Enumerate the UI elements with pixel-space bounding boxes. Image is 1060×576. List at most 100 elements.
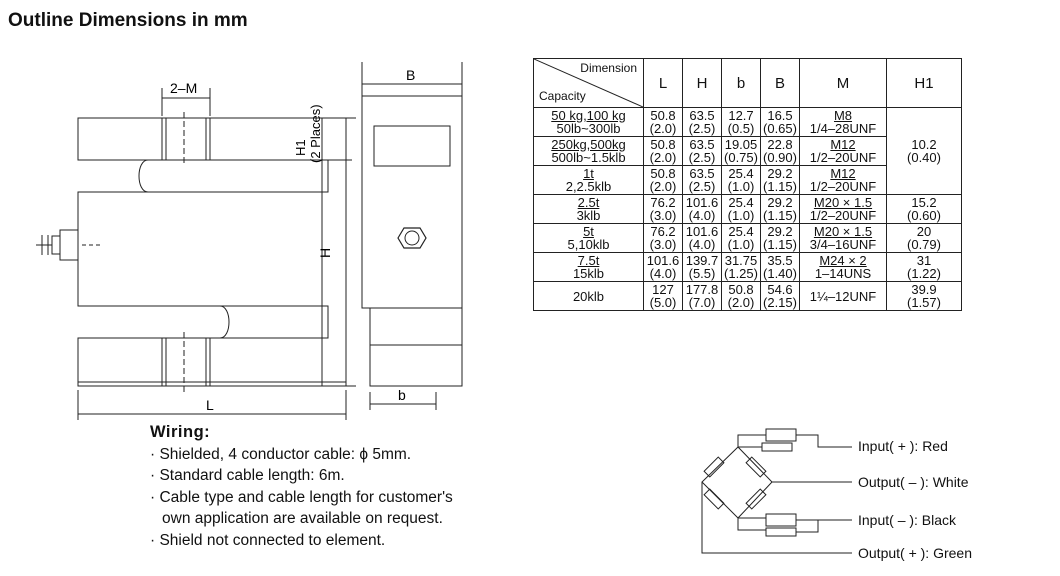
value-cell-l: 50.8(2.0) [643, 136, 683, 166]
value-cell-b: 29.2(1.15) [760, 194, 800, 224]
header-corner-cell: Dimension Capacity [533, 58, 644, 108]
value-cell-m: 1¼–12UNF [799, 281, 887, 311]
value-cell-l: 50.8(2.0) [643, 165, 683, 195]
value-line: 1¼–12UNF [809, 288, 877, 304]
value-line: (5.5) [688, 266, 716, 281]
value-line: 101.6 [646, 253, 680, 268]
value-line: 54.6 [767, 282, 793, 297]
col-header-h1: H1 [886, 58, 962, 108]
value-line: (1.0) [727, 237, 755, 252]
value-line: (1.0) [727, 179, 755, 194]
lower-slot-curve [219, 305, 230, 339]
value-line: 19.05 [724, 137, 758, 152]
value-line: 127 [652, 282, 674, 297]
value-cell-h: 177.8(7.0) [682, 281, 722, 311]
value-line: (2.0) [649, 150, 677, 165]
value-cell-h: 139.7(5.5) [682, 252, 722, 282]
value-line: M24 × 2 [819, 253, 867, 268]
value-cell-b: 35.5(1.40) [760, 252, 800, 282]
value-cell-b: 22.8(0.90) [760, 136, 800, 166]
capacity-line: 500lb~1.5klb [551, 150, 626, 165]
value-cell-l: 76.2(3.0) [643, 194, 683, 224]
value-line: 39.9 [911, 282, 937, 297]
circuit-label-output-minus: Output( – ): White [858, 474, 969, 490]
value-cell-b: 25.4(1.0) [721, 223, 761, 253]
value-cell-h1: 39.9(1.57) [886, 281, 962, 311]
capacity-line: 7.5t [577, 253, 600, 268]
value-line: (2.0) [649, 179, 677, 194]
value-cell-l: 101.6(4.0) [643, 252, 683, 282]
value-cell-b: 29.2(1.15) [760, 223, 800, 253]
value-cell-b: 25.4(1.0) [721, 165, 761, 195]
value-line: M20 × 1.5 [813, 195, 873, 210]
value-line: 10.2 [911, 137, 937, 152]
value-line: 1/2–20UNF [809, 208, 877, 223]
capacity-line: 2,2.5klb [565, 179, 612, 194]
value-line: (7.0) [688, 295, 716, 310]
label-h1: H1 [293, 139, 308, 156]
value-cell-h1: 10.2(0.40) [886, 107, 962, 195]
capacity-line: 1t [583, 166, 594, 181]
capacity-line: 15klb [572, 266, 605, 281]
value-line: (2.5) [688, 121, 716, 136]
value-line: (1.25) [724, 266, 758, 281]
value-line: (0.90) [763, 150, 797, 165]
value-cell-b: 29.2(1.15) [760, 165, 800, 195]
front-view-body [361, 95, 463, 309]
value-line: (4.0) [688, 237, 716, 252]
capacity-line: 20klb [572, 288, 605, 304]
wiring-item: · Shielded, 4 conductor cable: ϕ 5mm. [150, 445, 412, 463]
circuit-label-input-plus: Input( + ): Red [858, 438, 948, 454]
capacity-line: 2.5t [577, 195, 600, 210]
value-cell-b: 50.8(2.0) [721, 281, 761, 311]
label-h1-note: (2 Places) [308, 104, 323, 163]
value-line: (0.65) [763, 121, 797, 136]
value-line: 1/2–20UNF [809, 179, 877, 194]
label-h: H [317, 248, 333, 258]
label-b-upper: B [406, 67, 415, 83]
value-line: 25.4 [728, 166, 754, 181]
value-line: 63.5 [689, 108, 715, 123]
hex-nut [397, 227, 427, 249]
value-line: (5.0) [649, 295, 677, 310]
value-cell-b: 25.4(1.0) [721, 194, 761, 224]
wiring-notes: Wiring: · Shielded, 4 conductor cable: ϕ… [150, 422, 453, 551]
value-line: 3/4–16UNF [809, 237, 877, 252]
label-l: L [206, 397, 214, 413]
value-line: 1–14UNS [814, 266, 872, 281]
value-line: 15.2 [911, 195, 937, 210]
value-line: (2.5) [688, 150, 716, 165]
capacity-line: 250kg,500kg [551, 137, 626, 152]
value-line: 25.4 [728, 195, 754, 210]
value-cell-h: 63.5(2.5) [682, 165, 722, 195]
wiring-item: · Cable type and cable length for custom… [150, 488, 453, 506]
value-line: (0.40) [907, 150, 941, 165]
col-header-b: B [760, 58, 800, 108]
value-line: 25.4 [728, 224, 754, 239]
value-line: 76.2 [650, 224, 676, 239]
value-line: (1.40) [763, 266, 797, 281]
capacity-line: 50 kg,100 kg [551, 108, 626, 123]
value-line: 63.5 [689, 137, 715, 152]
value-line: 12.7 [728, 108, 754, 123]
dimension-table: Dimension Capacity L H b B M H1 50 kg,10… [533, 58, 962, 311]
value-line: 50.8 [650, 108, 676, 123]
header-dimension: Dimension [580, 61, 637, 75]
col-header-m: M [799, 58, 887, 108]
value-line: 1/2–20UNF [809, 150, 877, 165]
col-header-h: H [682, 58, 722, 108]
value-line: (2.15) [763, 295, 797, 310]
value-line: (1.15) [763, 208, 797, 223]
value-line: M12 [830, 166, 856, 181]
value-line: 29.2 [767, 166, 793, 181]
value-line: (4.0) [649, 266, 677, 281]
